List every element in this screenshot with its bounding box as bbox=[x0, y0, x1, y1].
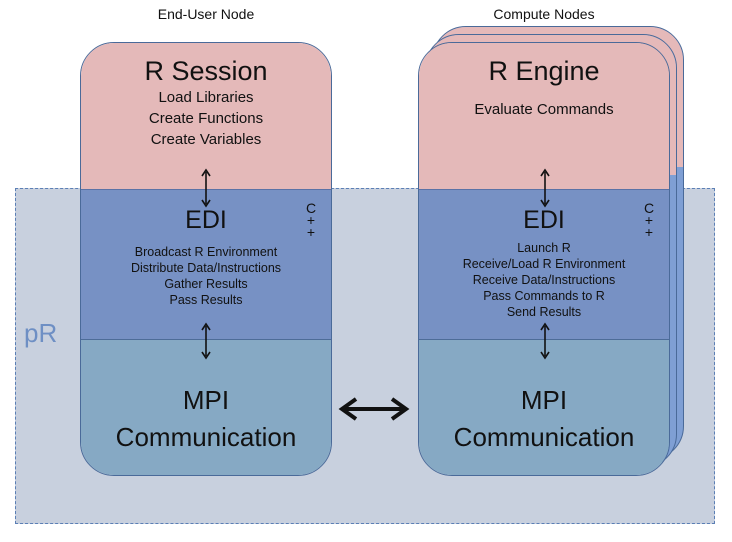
edi-section: EDI Broadcast R Environment Distribute D… bbox=[81, 189, 331, 339]
cpp-label: C++ bbox=[305, 200, 317, 240]
edi-section: EDI Launch R Receive/Load R Environment … bbox=[419, 189, 669, 339]
task-line: Receive/Load R Environment bbox=[462, 257, 626, 271]
task-line: Create Functions bbox=[148, 110, 264, 127]
task-line: Distribute Data/Instructions bbox=[130, 261, 282, 275]
edi-title: EDI bbox=[523, 206, 565, 234]
task-line: Create Variables bbox=[150, 131, 262, 148]
mpi-communication-arrow bbox=[338, 397, 410, 421]
mpi-title: MPI bbox=[182, 385, 230, 415]
task-line: Evaluate Commands bbox=[474, 101, 614, 118]
r-edi-arrow-left bbox=[201, 168, 211, 208]
compute-nodes-header: Compute Nodes bbox=[493, 6, 595, 22]
r-session-title: R Session bbox=[144, 56, 268, 86]
mpi-title: MPI bbox=[520, 385, 568, 415]
task-line: Load Libraries bbox=[158, 89, 254, 106]
task-line: Pass Results bbox=[169, 293, 243, 307]
end-user-node-header: End-User Node bbox=[157, 6, 255, 22]
task-line: Gather Results bbox=[164, 277, 248, 291]
mpi-section: MPI Communication bbox=[81, 339, 331, 475]
task-line: Send Results bbox=[506, 305, 582, 319]
edi-title: EDI bbox=[185, 206, 227, 234]
mpi-subtitle: Communication bbox=[453, 422, 635, 452]
cpp-label: C++ bbox=[643, 200, 655, 240]
task-line: Broadcast R Environment bbox=[134, 245, 278, 259]
mpi-section: MPI Communication bbox=[419, 339, 669, 475]
r-engine-tasks: Evaluate Commands bbox=[419, 99, 669, 120]
r-session-section: R Session Load Libraries Create Function… bbox=[81, 43, 331, 189]
task-line: Receive Data/Instructions bbox=[472, 273, 616, 287]
r-session-tasks: Load Libraries Create Functions Create V… bbox=[81, 87, 331, 150]
mpi-subtitle: Communication bbox=[115, 422, 297, 452]
end-user-node-card: R Session Load Libraries Create Function… bbox=[80, 42, 332, 476]
r-engine-title: R Engine bbox=[488, 56, 600, 86]
edi-mpi-arrow-left bbox=[201, 322, 211, 360]
pr-label: pR bbox=[24, 318, 58, 348]
edi-mpi-arrow-right bbox=[540, 322, 550, 360]
compute-node-card: R Engine Evaluate Commands EDI Launch R … bbox=[418, 42, 670, 476]
edi-tasks: Broadcast R Environment Distribute Data/… bbox=[81, 244, 331, 308]
task-line: Launch R bbox=[517, 241, 571, 255]
task-line: Pass Commands to R bbox=[483, 289, 605, 303]
edi-tasks: Launch R Receive/Load R Environment Rece… bbox=[419, 240, 669, 320]
r-engine-section: R Engine Evaluate Commands bbox=[419, 43, 669, 189]
r-edi-arrow-right bbox=[540, 168, 550, 208]
